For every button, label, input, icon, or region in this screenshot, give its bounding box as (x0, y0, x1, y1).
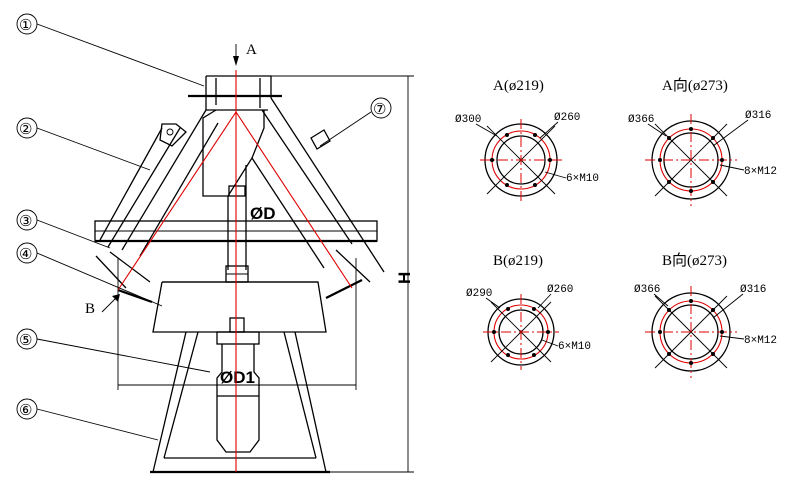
outer-dia: Ø290 (466, 288, 492, 300)
svg-text:⑤: ⑤ (19, 333, 32, 349)
callout-4: ④ (16, 242, 163, 307)
svg-text:③: ③ (19, 214, 32, 230)
callout-2: ② (16, 117, 151, 171)
centerlines (117, 70, 353, 472)
flange-title: B(ø219) (493, 253, 543, 269)
bolt-spec: 8×M12 (744, 335, 777, 347)
svg-text:⑦: ⑦ (373, 102, 386, 118)
pitch-dia: Ø316 (745, 110, 771, 122)
flange-b-273: B向(ø273) Ø366 Ø316 8×M12 (634, 252, 777, 378)
callout-7: ⑦ (319, 97, 392, 147)
callout-1: ① (16, 13, 205, 87)
flange-title: A(ø219) (493, 78, 544, 94)
bolt-holes (490, 133, 552, 187)
pitch-dia: Ø260 (554, 112, 580, 124)
dia-d1-label: ØD1 (220, 368, 255, 387)
svg-text:⑥: ⑥ (19, 403, 32, 419)
callout-5: ⑤ (16, 328, 211, 373)
flange-a-273: A向(ø273) Ø366 Ø316 8×M12 (628, 77, 777, 206)
bolt-holes (658, 127, 724, 193)
right-duct (251, 97, 385, 299)
bolt-spec: 6×M10 (566, 173, 599, 185)
inlet-a-label: A (246, 42, 257, 58)
svg-text:②: ② (19, 122, 32, 138)
feed-pipe (202, 109, 265, 270)
motor-stand: ØD1 (150, 331, 330, 474)
outer-dia: Ø300 (455, 114, 481, 126)
left-duct (95, 109, 219, 304)
outer-dia: Ø366 (634, 284, 660, 296)
bolt-spec: 8×M12 (744, 166, 777, 178)
inlet-b-label: B (85, 301, 95, 317)
flange-a-219: A(ø219) Ø300 Ø260 6×M10 (455, 78, 599, 201)
separator-cone (152, 265, 327, 333)
inlet-b-arrow: B (85, 294, 120, 317)
flange-b-219: B(ø219) Ø290 Ø260 6×M10 (466, 253, 591, 370)
callout-6: ⑥ (16, 398, 159, 441)
svg-text:④: ④ (19, 247, 32, 263)
flange-title: A向(ø273) (662, 77, 728, 94)
height-h-label: H (395, 272, 414, 284)
outer-dia: Ø366 (628, 114, 654, 126)
bolt-holes (658, 299, 724, 365)
bolt-spec: 6×M10 (558, 341, 591, 353)
dia-d-label: ØD (250, 204, 276, 223)
main-assembly: A (16, 13, 414, 474)
pitch-dia: Ø260 (547, 284, 573, 296)
flange-title: B向(ø273) (662, 252, 727, 269)
callout-3: ③ (16, 209, 111, 249)
inlet-a-arrow: A (233, 42, 257, 66)
top-hopper (188, 75, 414, 111)
bolt-holes (492, 307, 550, 357)
dimensions: H (117, 76, 414, 473)
pitch-dia: Ø316 (740, 284, 766, 296)
svg-text:①: ① (19, 18, 32, 34)
callouts: ① ② ③ ④ ⑤ (16, 13, 392, 441)
